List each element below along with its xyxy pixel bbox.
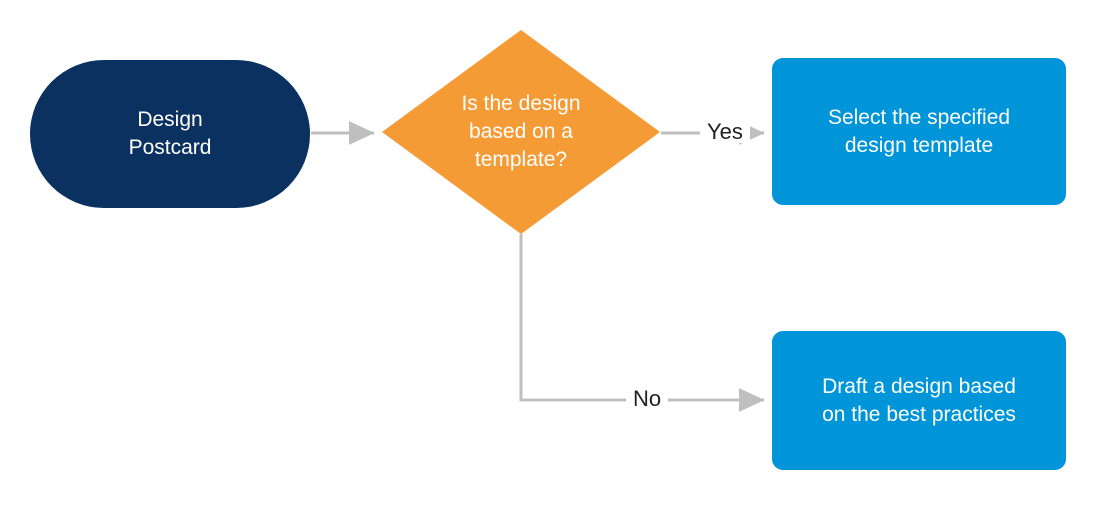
edge-label-yes: Yes (700, 121, 750, 143)
node-decision-label: Is the design based on a template? (461, 92, 581, 171)
node-start-design-postcard[interactable]: Design Postcard (30, 60, 310, 208)
connector-decision-no (519, 234, 765, 412)
node-process-select-specified-design-template[interactable]: Select the specified design template (772, 58, 1066, 205)
node-decision-is-design-based-on-template[interactable]: Is the design based on a template? (382, 30, 660, 234)
node-process-draft-design-best-practices[interactable]: Draft a design based on the best practic… (772, 331, 1066, 470)
edge-label-no: No (626, 388, 669, 410)
diamond-shape (382, 30, 660, 234)
